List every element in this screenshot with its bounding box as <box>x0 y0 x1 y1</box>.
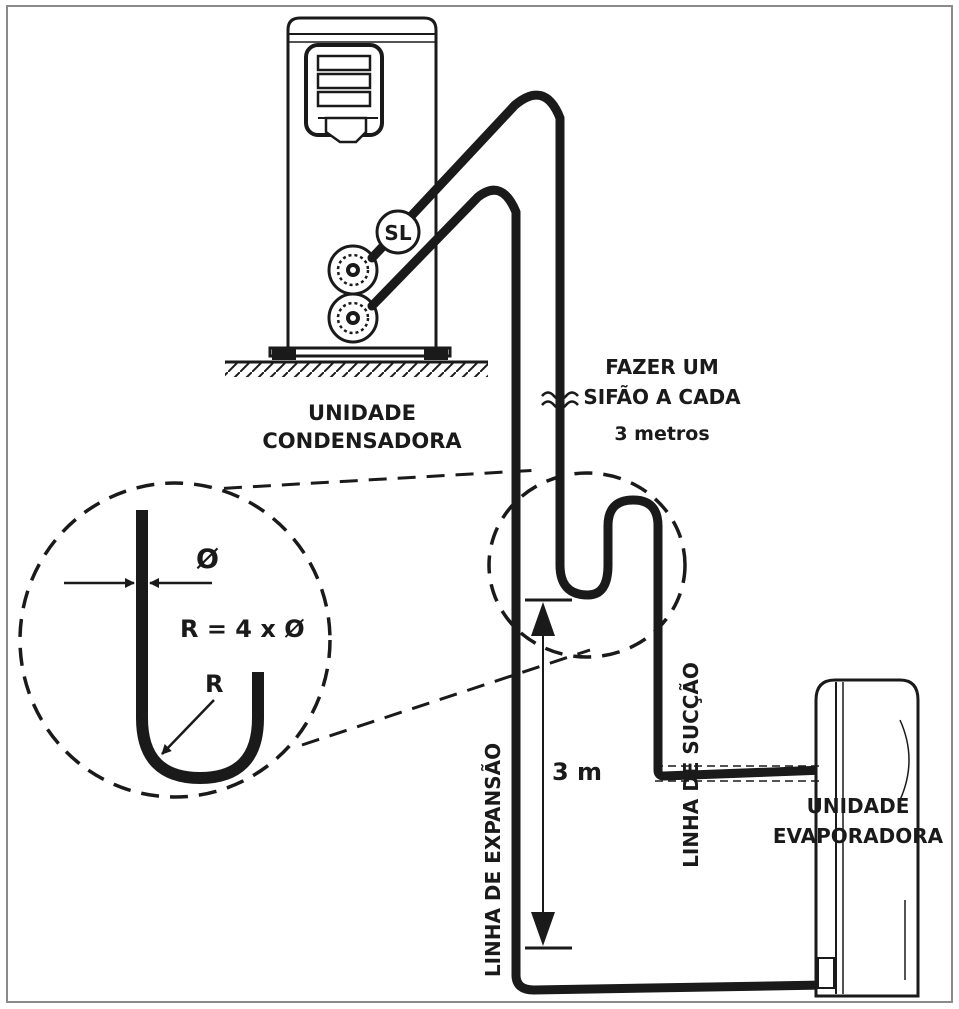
expansion-line-pipe <box>367 185 830 995</box>
siphon-note-line3: 3 metros <box>614 423 709 445</box>
radius-symbol: R <box>205 670 223 698</box>
suction-line-badge: SL <box>375 209 421 255</box>
evaporator-label-line2: EVAPORADORA <box>773 824 944 848</box>
expansion-line-label: LINHA DE EXPANSÃO <box>481 743 505 977</box>
zoom-guide-lower <box>301 648 591 747</box>
suction-line-label: LINHA DE SUCÇÃO <box>679 662 703 868</box>
sl-label: SL <box>384 221 411 245</box>
siphon-note-line1: FAZER UM <box>605 355 719 379</box>
service-valve-upper <box>327 244 379 296</box>
service-valve-lower <box>327 292 379 344</box>
radius-formula: R = 4 x Ø <box>180 615 305 643</box>
siphon-highlight <box>487 471 687 659</box>
evaporator-label-line1: UNIDADE <box>807 794 910 818</box>
condenser-label-line1: UNIDADE <box>308 401 416 425</box>
diameter-symbol: Ø <box>196 544 219 575</box>
detail-u-bend <box>136 510 264 785</box>
height-label: 3 m <box>552 758 602 786</box>
outer-frame <box>6 5 953 1003</box>
height-dimension <box>525 598 572 950</box>
break-mark <box>541 391 579 410</box>
condenser-label-line2: CONDENSADORA <box>262 429 462 453</box>
ground <box>225 360 488 377</box>
suction-line-pipe <box>367 90 830 781</box>
zoom-guide-upper <box>194 468 541 492</box>
radius-arrow <box>161 699 215 755</box>
siphon-note-line2: SIFÃO A CADA <box>583 385 741 409</box>
evaporator-unit <box>814 678 920 998</box>
condenser-unit <box>268 16 452 360</box>
